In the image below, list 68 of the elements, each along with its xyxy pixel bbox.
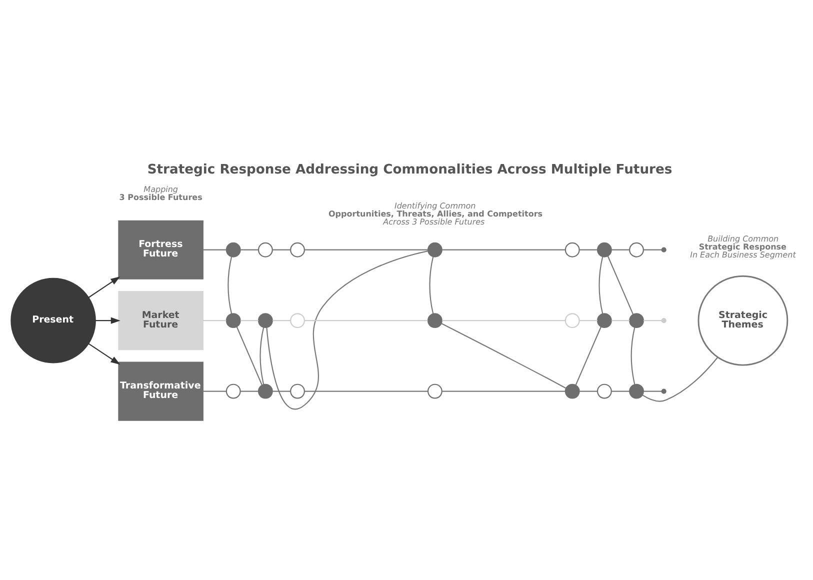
- connector: [272, 390, 290, 392]
- node-circle: [427, 383, 442, 398]
- connector: [202, 320, 226, 321]
- node-circle: [661, 318, 666, 323]
- node-circle: [629, 312, 644, 328]
- node-box: Transformative Future: [118, 361, 204, 420]
- connector: [442, 390, 566, 392]
- node-circle: [596, 383, 612, 398]
- node-circle: [596, 312, 612, 328]
- connector: [612, 248, 630, 250]
- connector: [429, 256, 434, 314]
- connector: [304, 320, 428, 321]
- connector: [612, 390, 630, 392]
- connector: [580, 248, 598, 250]
- connector: [580, 320, 598, 321]
- connector: [612, 320, 630, 321]
- connector: [607, 255, 634, 314]
- connector: [260, 326, 264, 384]
- connector: [272, 248, 290, 250]
- connector: [240, 248, 258, 250]
- connector: [644, 320, 662, 321]
- node-circle: [629, 242, 644, 257]
- connector: [644, 390, 662, 392]
- connector: [441, 322, 566, 388]
- node-circle: [427, 242, 442, 257]
- connector: [598, 256, 604, 314]
- node-circle: [661, 388, 666, 394]
- node-circle: [564, 242, 580, 257]
- connector: [202, 248, 226, 250]
- node-circle: [596, 242, 612, 257]
- connector: [630, 326, 636, 384]
- connector: [304, 248, 428, 250]
- connector: [442, 248, 566, 250]
- node-circle: [226, 383, 241, 398]
- arrow: [88, 276, 120, 298]
- node-circle: [258, 242, 273, 257]
- connector: [442, 320, 566, 321]
- node-box: Market Future: [118, 290, 204, 350]
- node-circle: Present: [10, 277, 96, 363]
- arrow: [95, 316, 120, 324]
- arrow: [88, 342, 120, 364]
- node-circle: [427, 312, 442, 328]
- connector: [266, 250, 428, 409]
- node-circle: [564, 383, 580, 398]
- node-box: Fortress Future: [118, 220, 204, 279]
- node-circle: [290, 242, 305, 257]
- node-circle: [226, 312, 241, 328]
- connector: [240, 390, 258, 392]
- connector: [202, 390, 226, 392]
- node-circle: [290, 312, 305, 328]
- connector: [575, 326, 602, 385]
- node-circle: [226, 242, 241, 257]
- connector: [644, 248, 662, 250]
- node-circle: [290, 383, 305, 398]
- node-circle: [661, 246, 666, 252]
- connector: [304, 390, 428, 392]
- connector: [272, 320, 290, 321]
- connector: [228, 256, 232, 314]
- connector: [240, 320, 258, 321]
- node-circle: [258, 312, 273, 328]
- connector: [236, 326, 263, 385]
- connector: [580, 390, 598, 392]
- node-circle: [258, 383, 273, 398]
- node-circle: [564, 312, 580, 328]
- node-circle: Strategic Themes: [698, 274, 788, 366]
- connector: [642, 356, 718, 402]
- node-circle: [629, 383, 644, 398]
- diagram-title: Strategic Response Addressing Commonalities Across Multiple Futures: [147, 162, 672, 178]
